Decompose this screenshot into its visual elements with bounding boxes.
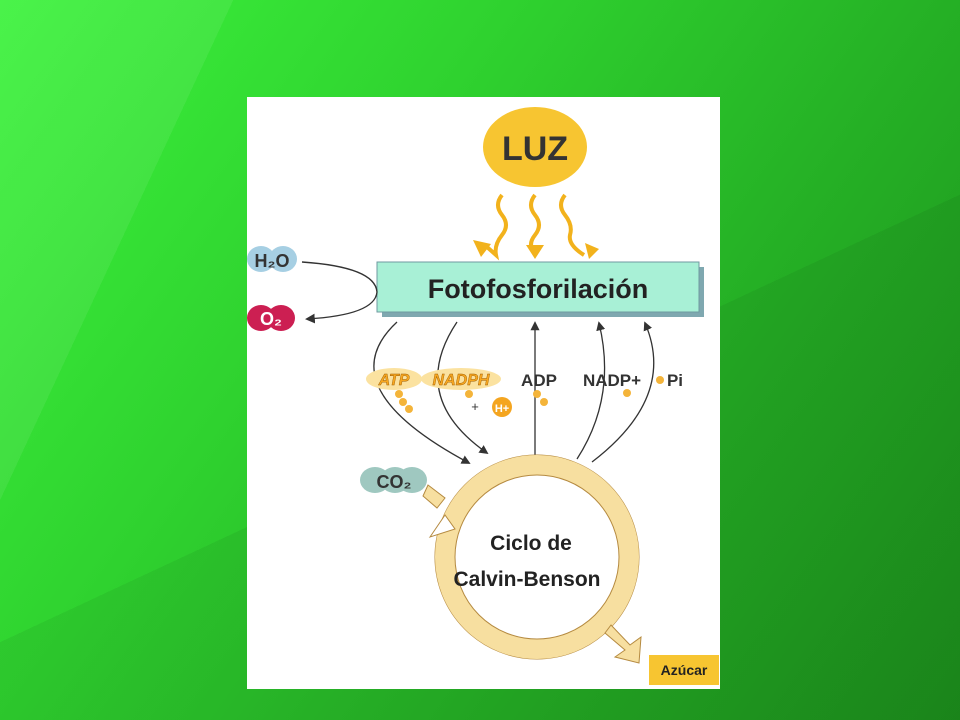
nadp-dot [623, 389, 631, 397]
water-molecule-icon [247, 246, 297, 272]
water-to-oxygen-arrow [301, 261, 378, 324]
oxygen-label: O₂ [260, 309, 282, 329]
nadph-highlight [421, 368, 501, 390]
pi-dot [656, 376, 664, 384]
sugar-label: Azúcar [661, 662, 708, 678]
atp-phosphate-dots [395, 390, 413, 413]
light-rays [485, 193, 586, 261]
light-arrowheads [473, 240, 599, 259]
co2-label: CO₂ [377, 472, 412, 492]
cycle-label-line2: Calvin-Benson [453, 568, 600, 591]
sun-icon [483, 107, 587, 187]
cycle-label-line1: Ciclo de [490, 532, 572, 555]
sugar-exit-arrow [604, 624, 642, 664]
nadp-label: NADP+ [583, 371, 641, 390]
co2-entry-arrow [422, 484, 446, 509]
sugar-box [649, 655, 719, 685]
hydrogen-ion-icon [492, 397, 512, 417]
process-label: Fotofosforilación [428, 274, 648, 304]
pi-label: Pi [667, 371, 683, 390]
light-label: LUZ [502, 130, 568, 168]
atp-label: ATP [378, 372, 410, 389]
atp-highlight [366, 368, 422, 390]
calvin-cycle-ring [434, 454, 640, 660]
adp-label: ADP [521, 371, 557, 390]
co2-molecule-icon [360, 467, 427, 493]
water-label: H₂O [255, 251, 290, 271]
adp-phosphate-dots [533, 390, 548, 406]
nadph-label: NADPH [433, 372, 490, 389]
cycle-arrowhead-icon [428, 514, 456, 538]
nadph-dot [465, 390, 473, 398]
diagram-panel: LUZ Fotofosforilación H₂O O₂ [247, 97, 720, 689]
oxygen-molecule-icon [247, 305, 295, 331]
plus-sign: + [471, 399, 479, 414]
hydrogen-label: H+ [495, 403, 509, 415]
cycle-arrows [373, 321, 655, 464]
photosynthesis-diagram: LUZ Fotofosforilación H₂O O₂ [247, 107, 719, 685]
photophosphorylation-box [376, 261, 704, 317]
